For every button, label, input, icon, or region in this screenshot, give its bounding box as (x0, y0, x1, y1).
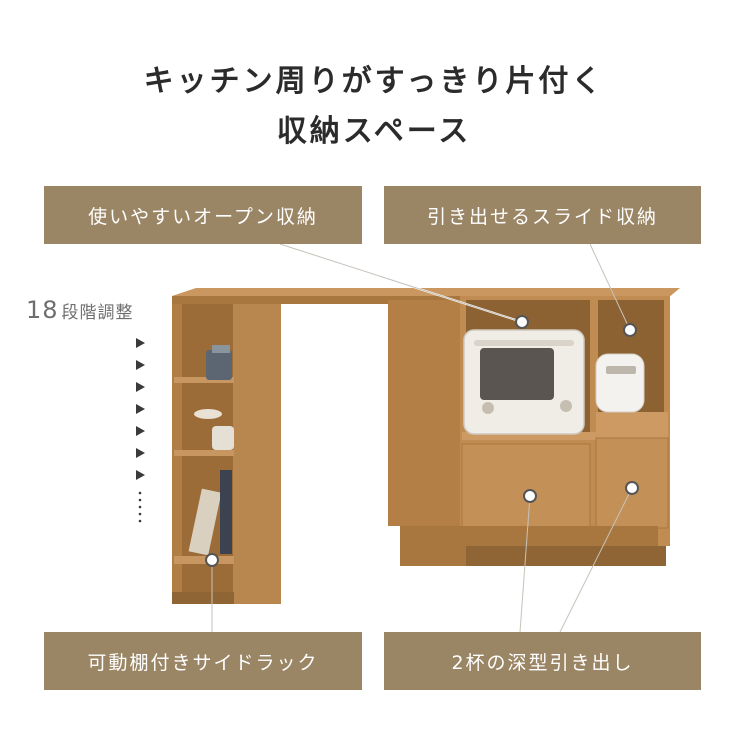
leader-line (279, 243, 523, 323)
headline-line-2: 収納スペース (276, 114, 472, 149)
label-side-rack: 可動棚付きサイドラック (44, 632, 362, 690)
cabinet-plinth (466, 546, 666, 566)
rice-cooker-panel (606, 366, 636, 374)
side-rack-shelf (174, 450, 234, 456)
label-drawers: 2杯の深型引き出し (384, 632, 701, 690)
pointer-dot (623, 323, 637, 337)
step-arrow-icon (136, 338, 145, 348)
cabinet-side (388, 300, 462, 526)
pointer-dot (523, 489, 537, 503)
rice-cooker (595, 353, 645, 413)
cabinet-slide-shelf (596, 412, 668, 434)
counter-top (172, 288, 680, 298)
label-open-storage: 使いやすいオープン収納 (44, 186, 362, 244)
side-rack-right-panel (233, 304, 281, 604)
book (188, 488, 222, 556)
pointer-dot (515, 315, 529, 329)
pointer-dot (625, 481, 639, 495)
toaster-oven-window (480, 348, 554, 400)
toaster-oven-dial (482, 402, 494, 414)
side-rack-shelf (174, 377, 234, 383)
step-arrow-icon (136, 382, 145, 392)
canister (206, 350, 232, 380)
side-rack-plinth (172, 592, 234, 604)
step-arrow-icon (136, 404, 145, 414)
book (220, 470, 232, 554)
steps-number: 18 (26, 296, 59, 324)
label-slide-storage: 引き出せるスライド収納 (384, 186, 701, 244)
leader-line (559, 487, 633, 633)
ellipsis-dots (138, 491, 142, 523)
step-arrow-icon (136, 448, 145, 458)
leader-line (589, 243, 631, 331)
toaster-oven-dial (560, 400, 572, 412)
pointer-dot (205, 553, 219, 567)
step-arrow-icon (136, 470, 145, 480)
bowl (194, 409, 222, 419)
canister (212, 345, 230, 353)
headline-line-1: キッチン周りがすっきり片付く (143, 64, 605, 99)
cabinet-divider (590, 300, 598, 546)
toaster-oven-handle (474, 340, 574, 346)
step-arrow-icon (136, 426, 145, 436)
steps-text: 段階調整 (61, 303, 134, 323)
jar (212, 426, 234, 450)
cabinet-shelf (462, 432, 668, 440)
step-arrows (136, 338, 145, 480)
side-rack-bottom (174, 556, 234, 564)
leader-line (519, 495, 531, 633)
step-arrow-icon (136, 360, 145, 370)
